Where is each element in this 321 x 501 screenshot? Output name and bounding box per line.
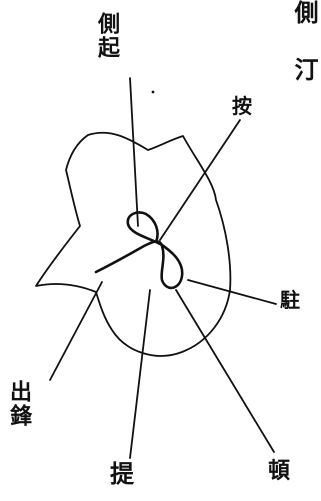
label-ti: 提	[110, 462, 134, 486]
leader-cezhi	[130, 78, 138, 226]
label-chufeng: 出鋒	[8, 380, 30, 428]
label-zhu: 駐	[280, 290, 300, 310]
brush-stroke-loop	[96, 212, 182, 287]
label-dun: 頓	[268, 460, 290, 482]
ink-blob-outline	[36, 133, 230, 356]
leader-chufeng	[50, 282, 102, 380]
label-an: 按	[232, 96, 252, 116]
leader-ti	[130, 290, 150, 458]
label-corner-text: 側 汀	[292, 0, 316, 83]
label-cezhi: 側起	[96, 12, 118, 60]
ink-speck	[152, 91, 155, 94]
leader-zhu	[188, 280, 276, 304]
leader-dun	[176, 290, 274, 452]
leader-an	[160, 120, 240, 240]
